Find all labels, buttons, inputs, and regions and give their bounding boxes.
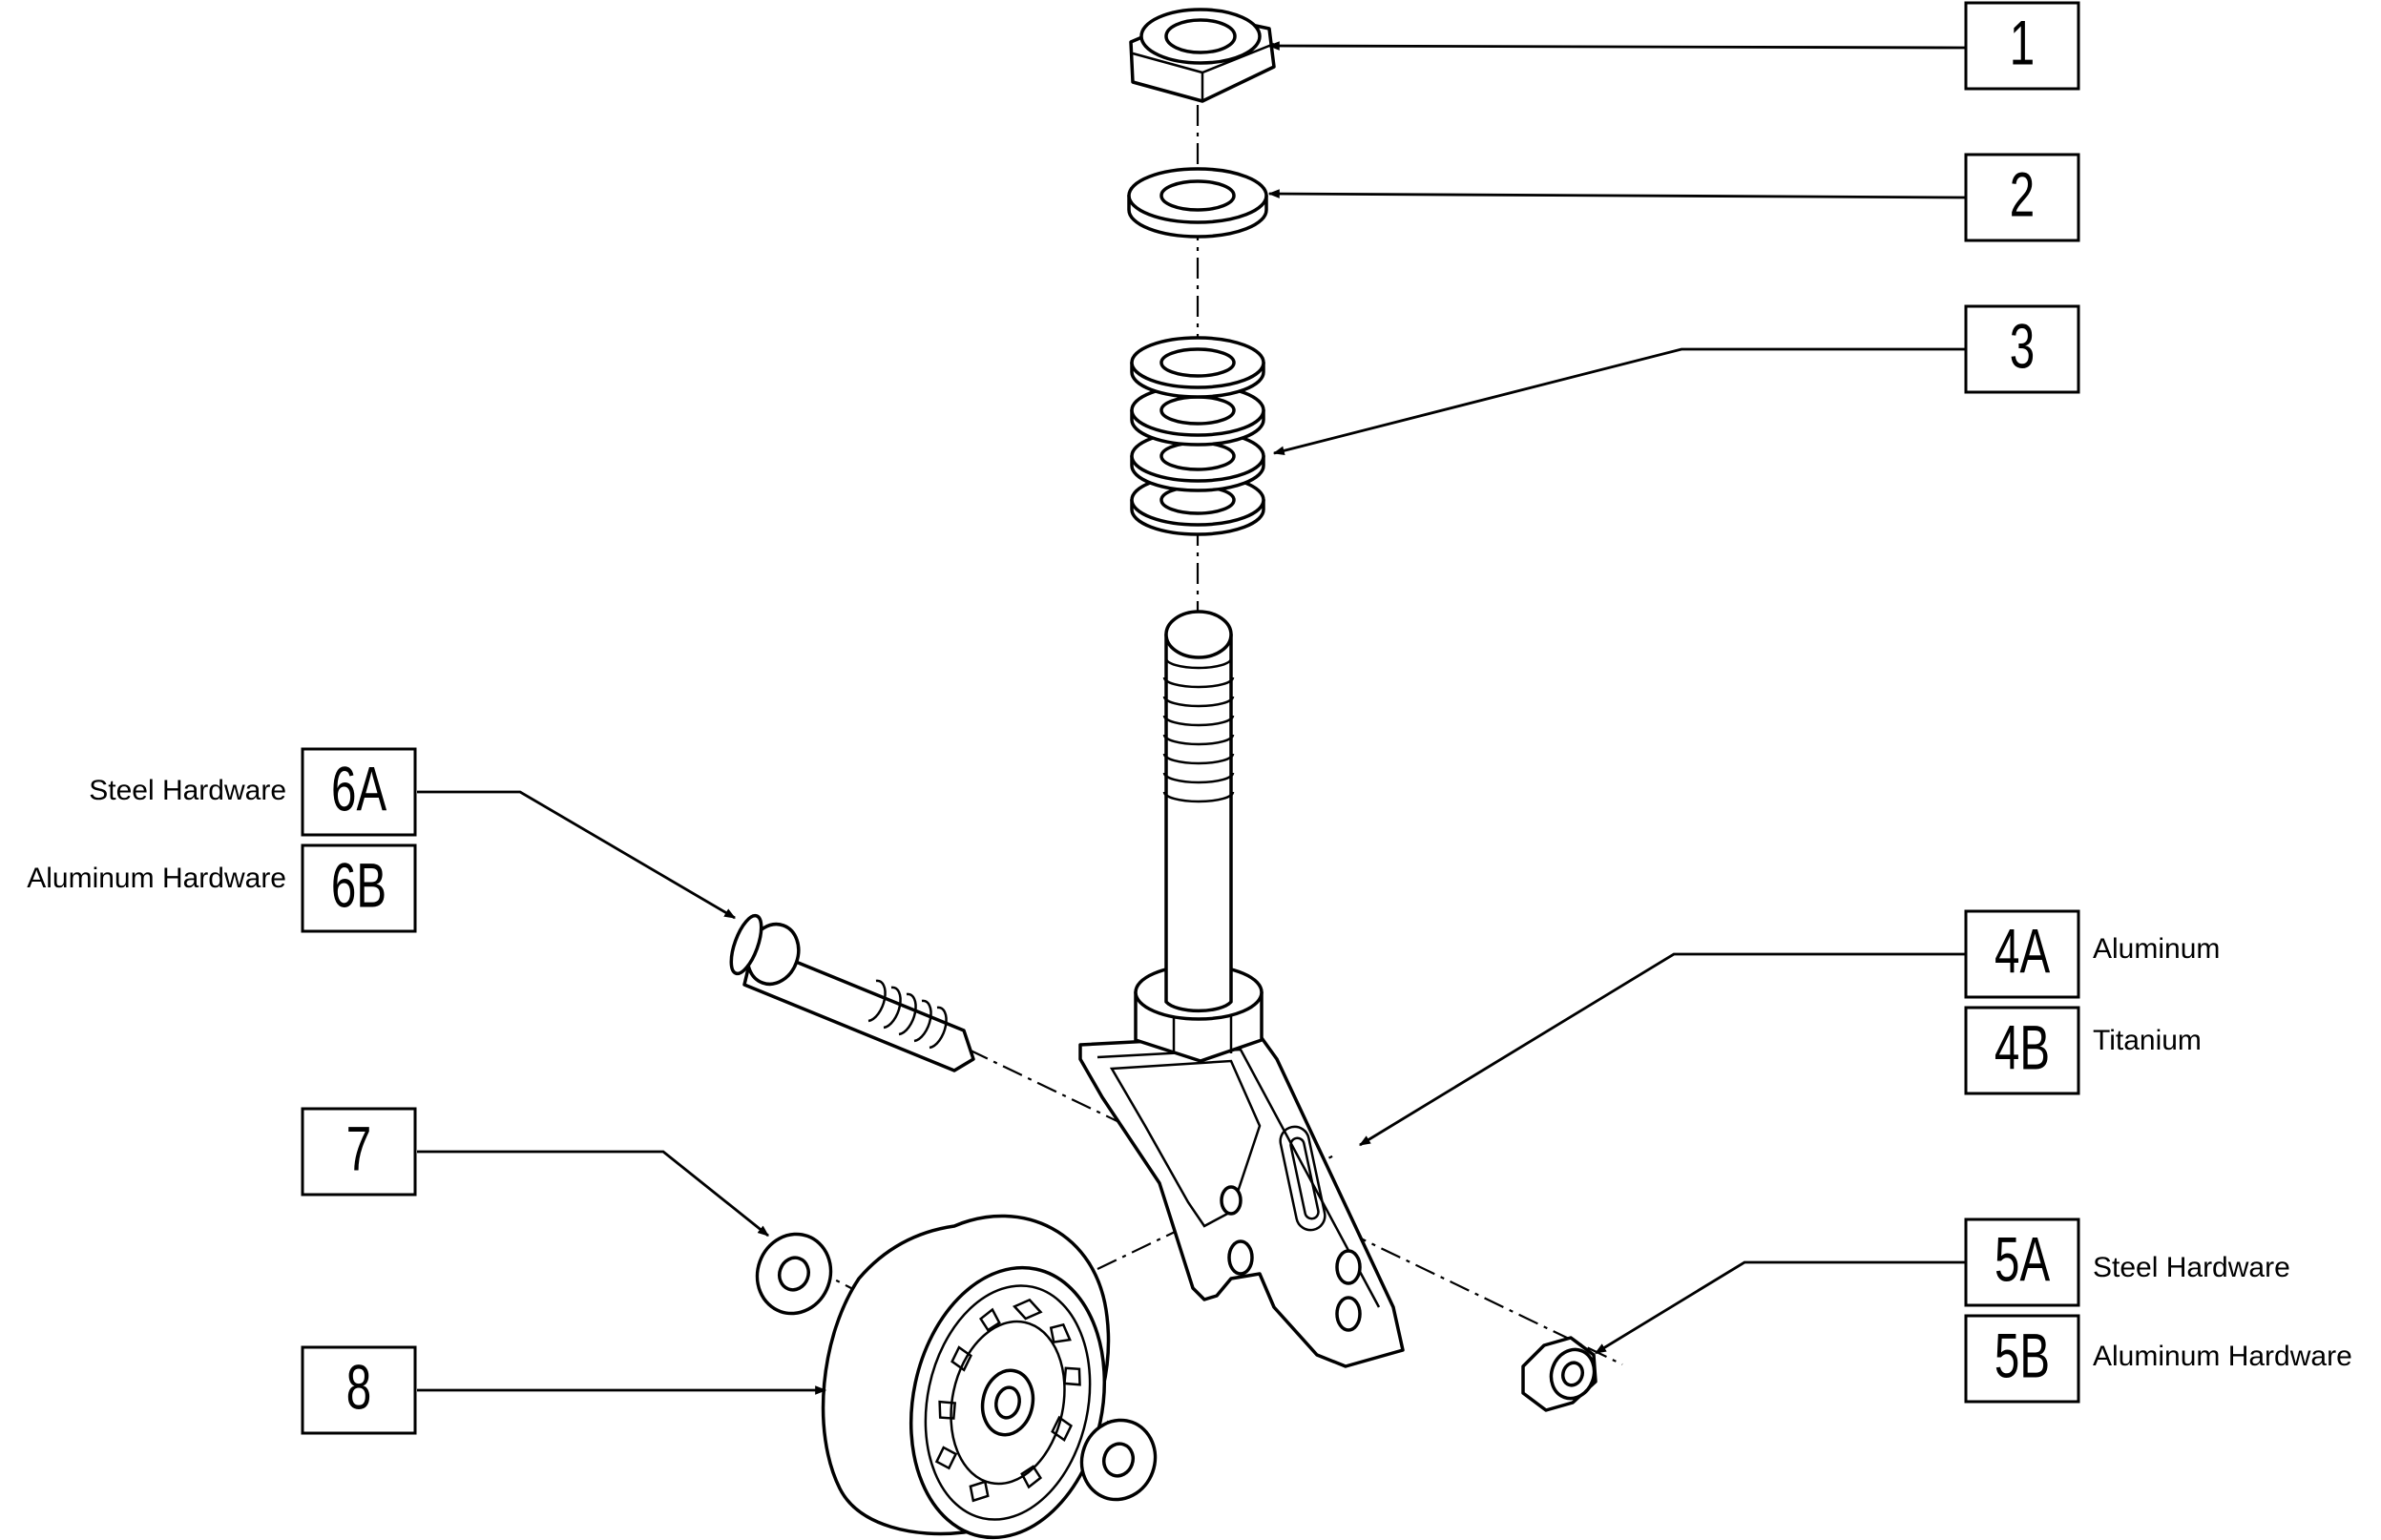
callout-1: 1 [1964,1,2080,91]
spacer-washer-left-part [755,1232,833,1316]
axle-bolt-part [729,913,975,1072]
callout-6a-number: 6A [331,755,387,824]
caster-wheel-part [821,1214,1111,1540]
disc-spring-stack-part [1130,336,1265,536]
callout-8-number: 8 [346,1353,371,1423]
callout-3: 3 [1964,304,2080,394]
lock-nut-part [1521,1336,1598,1412]
callout-7: 7 [301,1107,417,1197]
callout-5b: 5B Aluminum Hardware [1964,1314,2352,1404]
callout-6b: 6B Aluminum Hardware [27,843,417,933]
hex-nut-part [1129,8,1276,103]
callout-6b-label: Aluminum Hardware [27,863,286,894]
callout-6a: 6A Steel Hardware [89,747,417,837]
callout-5a: 5A Steel Hardware [1964,1217,2290,1307]
callout-4b-label: Titanium [2093,1025,2202,1056]
callout-5b-number: 5B [1995,1321,2050,1391]
callout-7-number: 7 [346,1114,371,1184]
callout-4b: 4B Titanium [1964,1006,2202,1095]
callout-6a-label: Steel Hardware [89,775,286,806]
spacer-washer-right-part [1079,1418,1158,1502]
callout-5b-label: Aluminum Hardware [2093,1341,2352,1372]
callout-6b-number: 6B [331,851,386,921]
washer-part [1127,167,1268,239]
callout-1-number: 1 [2010,9,2035,78]
callout-8: 8 [301,1345,417,1435]
callout-4b-number: 4B [1995,1013,2050,1083]
callout-5a-label: Steel Hardware [2093,1252,2290,1283]
callout-4a: 4A Aluminum [1964,909,2220,999]
callout-5a-number: 5A [1995,1225,2051,1295]
callout-4a-number: 4A [1995,917,2051,987]
leader-lines [417,41,1967,1395]
callout-4a-label: Aluminum [2093,933,2220,965]
callout-3-number: 3 [2010,312,2035,382]
caster-fork-part [1078,610,1405,1368]
callout-2: 2 [1964,153,2080,242]
callout-2-number: 2 [2010,160,2035,230]
